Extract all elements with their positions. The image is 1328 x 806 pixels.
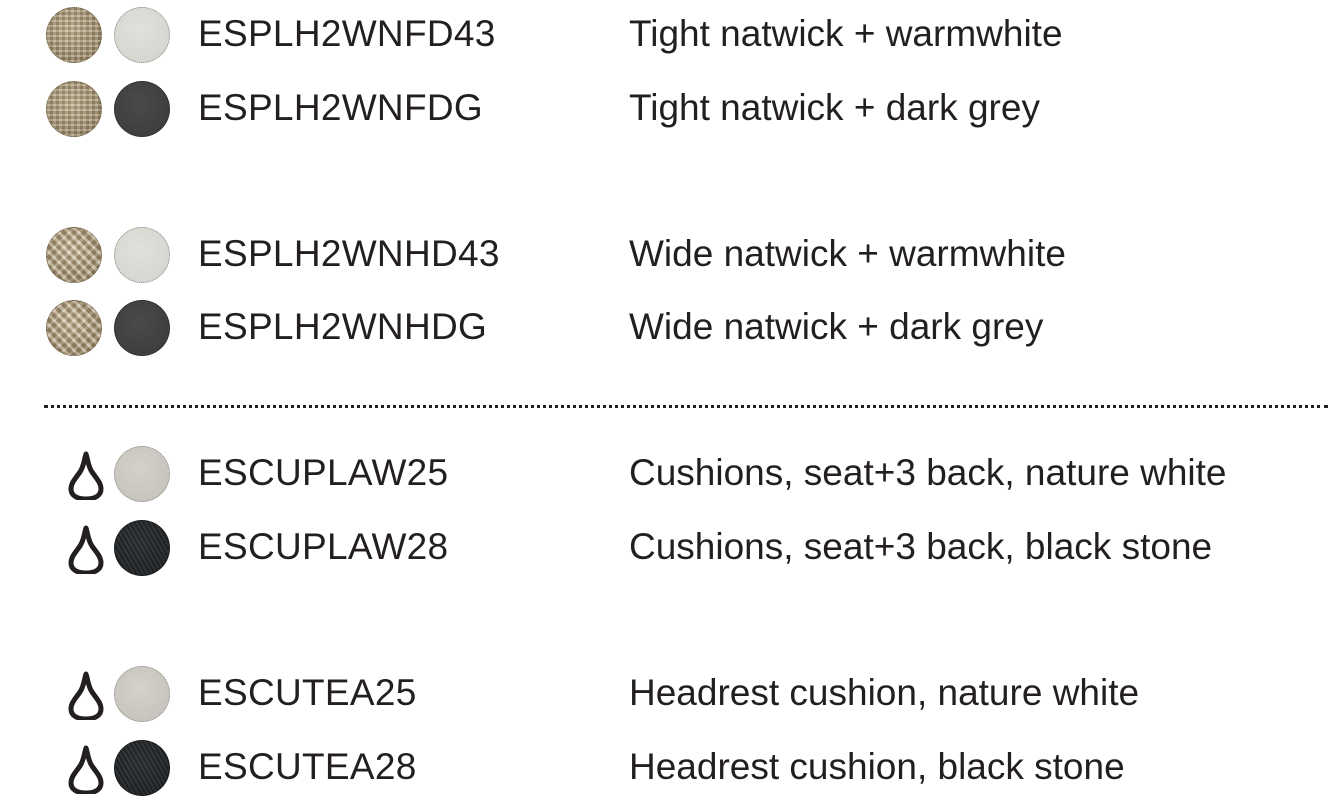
tight-natwick-swatch	[46, 7, 102, 63]
product-row-5: ESCUPLAW25 Cushions, seat+3 back, nature…	[0, 444, 1328, 504]
water-drop-icon	[68, 745, 104, 794]
water-drop-icon	[68, 451, 104, 500]
product-code: ESPLH2WNHD43	[198, 233, 500, 274]
product-description: Tight natwick + warmwhite	[629, 13, 1063, 54]
product-description: Tight natwick + dark grey	[629, 87, 1040, 128]
nature-white-swatch	[114, 666, 170, 722]
dark-grey-swatch	[114, 300, 170, 356]
product-row-1: ESPLH2WNFD43 Tight natwick + warmwhite	[0, 5, 1328, 65]
wide-natwick-swatch	[46, 227, 102, 283]
product-code: ESCUTEA25	[198, 672, 417, 713]
nature-white-swatch	[114, 446, 170, 502]
product-code: ESPLH2WNFDG	[198, 87, 483, 128]
warmwhite-swatch	[114, 227, 170, 283]
product-description: Cushions, seat+3 back, nature white	[629, 452, 1227, 493]
wide-natwick-swatch	[46, 300, 102, 356]
water-drop-icon	[68, 525, 104, 574]
product-description: Wide natwick + dark grey	[629, 306, 1044, 347]
tight-natwick-swatch	[46, 81, 102, 137]
product-row-3: ESPLH2WNHD43 Wide natwick + warmwhite	[0, 225, 1328, 285]
product-description: Headrest cushion, nature white	[629, 672, 1140, 713]
product-row-7: ESCUTEA25 Headrest cushion, nature white	[0, 664, 1328, 724]
dotted-separator	[44, 405, 1328, 408]
water-drop-icon	[68, 671, 104, 720]
black-stone-swatch	[114, 740, 170, 796]
product-code: ESPLH2WNHDG	[198, 306, 488, 347]
product-row-6: ESCUPLAW28 Cushions, seat+3 back, black …	[0, 518, 1328, 578]
product-code: ESCUPLAW25	[198, 452, 449, 493]
product-description: Wide natwick + warmwhite	[629, 233, 1066, 274]
product-row-4: ESPLH2WNHDG Wide natwick + dark grey	[0, 298, 1328, 358]
product-row-2: ESPLH2WNFDG Tight natwick + dark grey	[0, 79, 1328, 139]
product-row-8: ESCUTEA28 Headrest cushion, black stone	[0, 738, 1328, 798]
product-code: ESCUTEA28	[198, 746, 417, 787]
black-stone-swatch	[114, 520, 170, 576]
product-description: Headrest cushion, black stone	[629, 746, 1125, 787]
product-description: Cushions, seat+3 back, black stone	[629, 526, 1213, 567]
product-code: ESCUPLAW28	[198, 526, 449, 567]
warmwhite-swatch	[114, 7, 170, 63]
product-code: ESPLH2WNFD43	[198, 13, 496, 54]
dark-grey-swatch	[114, 81, 170, 137]
